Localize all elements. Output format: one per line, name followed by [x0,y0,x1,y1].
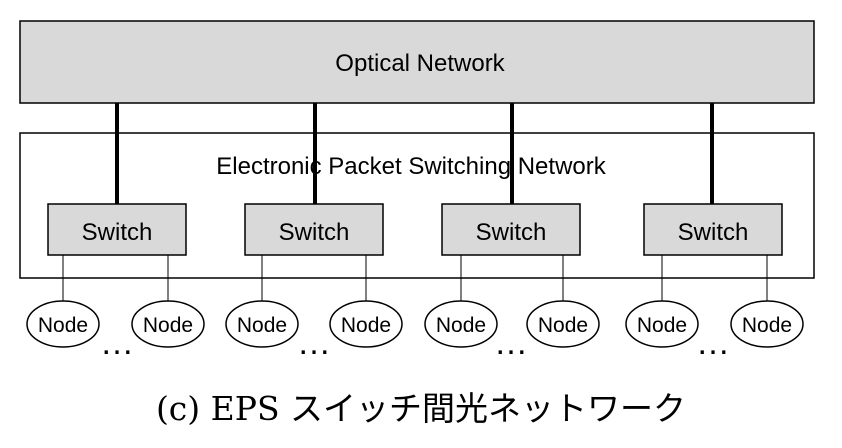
node-ellipse [424,300,498,348]
node-ellipsis: … [696,324,730,362]
eps-network-label: Electronic Packet Switching Network [216,153,606,180]
node-ellipse [625,300,699,348]
node-label: Node [637,314,687,337]
node-ellipse [225,300,299,348]
node-label: Node [538,314,588,337]
node-ellipsis: … [297,324,331,362]
optical-network-box [19,20,815,104]
switch-group: Switch Node Node … [424,103,600,362]
node-label: Node [742,314,792,337]
node-ellipsis: … [100,324,134,362]
switch-box [441,203,581,256]
switch-label: Switch [82,219,153,246]
switch-box [47,203,187,256]
node-ellipse [730,300,804,348]
node-label: Node [143,314,193,337]
node-label: Node [341,314,391,337]
node-ellipse [26,300,100,348]
node-label: Node [436,314,486,337]
switch-box [643,203,783,256]
optical-network-label: Optical Network [335,50,505,77]
switch-group: Switch Node Node … [225,103,403,362]
switch-label: Switch [279,219,350,246]
figure-caption: (c) EPS スイッチ間光ネットワーク [156,389,686,428]
switch-group: Switch Node Node … [26,103,205,362]
node-label: Node [237,314,287,337]
node-label: Node [38,314,88,337]
node-ellipse [329,300,403,348]
node-ellipsis: … [494,324,528,362]
switch-label: Switch [678,219,749,246]
switch-group: Switch Node Node … [625,103,804,362]
switch-label: Switch [476,219,547,246]
switch-box [244,203,384,256]
node-ellipse [526,300,600,348]
node-ellipse [131,300,205,348]
